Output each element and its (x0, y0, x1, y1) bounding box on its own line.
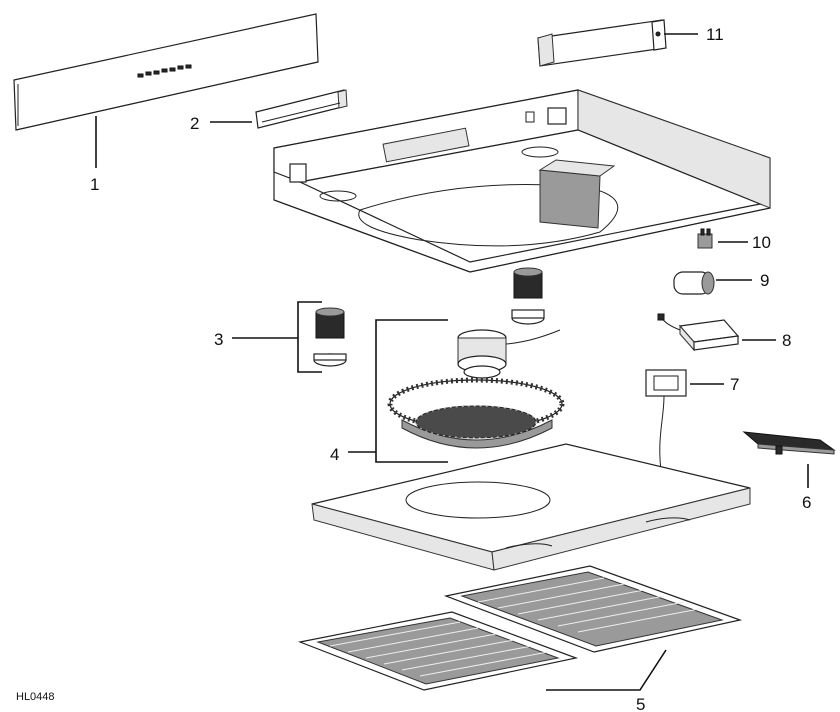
callout-6: 6 (802, 493, 811, 512)
part-terminal (697, 228, 713, 249)
hood-body (273, 89, 771, 273)
callout-9: 9 (760, 271, 769, 290)
callout-labels: 1 2 3 4 5 6 7 8 9 10 11 HL0448 (16, 25, 811, 712)
callout-5: 5 (636, 695, 645, 712)
part-bracket (255, 89, 348, 129)
callout-2: 2 (190, 114, 199, 133)
callout-8: 8 (782, 331, 791, 350)
callout-3: 3 (214, 330, 223, 349)
callout-7: 7 (730, 375, 739, 394)
part-front-panel (13, 13, 319, 131)
callout-10: 10 (752, 233, 771, 252)
leader-lines (95, 33, 809, 691)
part-capacitor (673, 271, 715, 295)
part-junction-box (657, 313, 740, 352)
part-damper-box (537, 19, 667, 67)
part-switch (645, 369, 687, 485)
callout-4: 4 (330, 445, 339, 464)
part-charcoal-filter-upper (511, 267, 545, 325)
part-control-board (742, 431, 836, 455)
part-charcoal-filter-set (313, 307, 347, 367)
callout-11: 11 (706, 25, 724, 44)
part-grease-filters (297, 565, 743, 691)
callout-1: 1 (90, 175, 99, 194)
panel-control-buttons (137, 64, 192, 78)
part-motor-blower (387, 329, 565, 449)
part-bottom-plate (311, 443, 751, 571)
figure-code: HL0448 (16, 691, 55, 703)
